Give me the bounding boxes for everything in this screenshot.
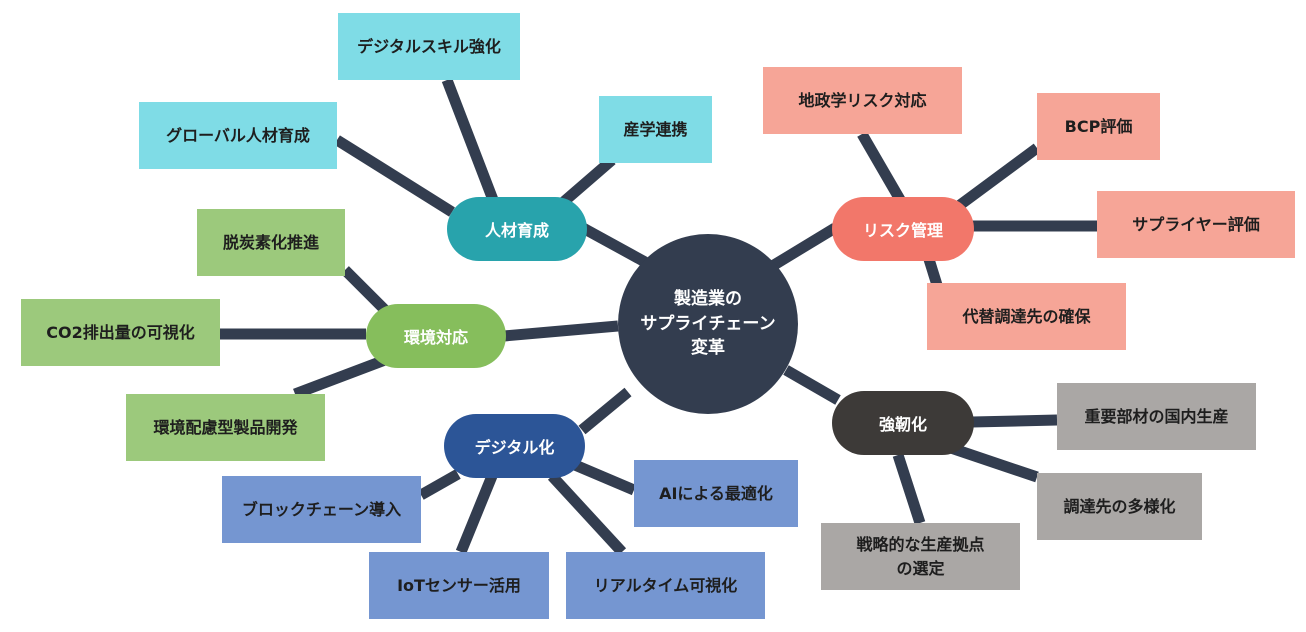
link-center-human (580, 223, 648, 267)
link-res-diversify (946, 441, 1039, 483)
leaf-geopolitical-risk: 地政学リスク対応 (763, 67, 962, 134)
link-env-decarb (341, 266, 389, 314)
link-human-academia (556, 155, 616, 210)
leaf-iot-sensors: IoTセンサー活用 (369, 552, 549, 619)
leaf-eco-products: 環境配慮型製品開発 (126, 394, 325, 461)
link-risk-geo (857, 131, 907, 206)
link-risk-bcp (956, 143, 1041, 210)
link-center-env (503, 320, 619, 342)
leaf-blockchain: ブロックチェーン導入 (222, 476, 421, 543)
link-human-global (334, 135, 455, 217)
leaf-global-talent: グローバル人材育成 (139, 102, 337, 169)
link-dig-blockchain (418, 469, 461, 500)
leaf-industry-academia: 産学連携 (599, 96, 712, 163)
link-res-strategic (892, 453, 926, 525)
leaf-digital-skill: デジタルスキル強化 (338, 13, 520, 80)
branch-risk: リスク管理 (832, 197, 974, 261)
link-center-dig (578, 387, 632, 435)
link-env-eco (293, 354, 387, 400)
link-human-skill (441, 78, 501, 207)
branch-dig: デジタル化 (444, 414, 585, 478)
leaf-co2-visualization: CO2排出量の可視化 (21, 299, 220, 366)
link-dig-iot (455, 473, 498, 555)
leaf-bcp: BCP評価 (1037, 93, 1160, 160)
branch-human: 人材育成 (447, 197, 587, 261)
leaf-strategic-site: 戦略的な生産拠点 の選定 (821, 523, 1020, 590)
link-dig-ai (572, 459, 637, 496)
branch-env: 環境対応 (366, 304, 506, 368)
central-topic: 製造業の サプライチェーン 変革 (618, 234, 798, 414)
leaf-supplier-eval: サプライヤー評価 (1097, 191, 1295, 258)
leaf-decarbonization: 脱炭素化推進 (197, 209, 345, 276)
leaf-alternative-source: 代替調達先の確保 (927, 283, 1126, 350)
link-center-res (783, 365, 841, 405)
branch-res: 強靭化 (832, 391, 974, 455)
link-dig-realtime (547, 472, 627, 556)
leaf-ai-optimization: AIによる最適化 (634, 460, 798, 527)
link-center-risk (771, 223, 838, 270)
leaf-supplier-diversification: 調達先の多様化 (1037, 473, 1202, 540)
leaf-realtime-visualization: リアルタイム可視化 (566, 552, 765, 619)
link-res-domestic (971, 414, 1058, 428)
leaf-domestic-production: 重要部材の国内生産 (1057, 383, 1256, 450)
